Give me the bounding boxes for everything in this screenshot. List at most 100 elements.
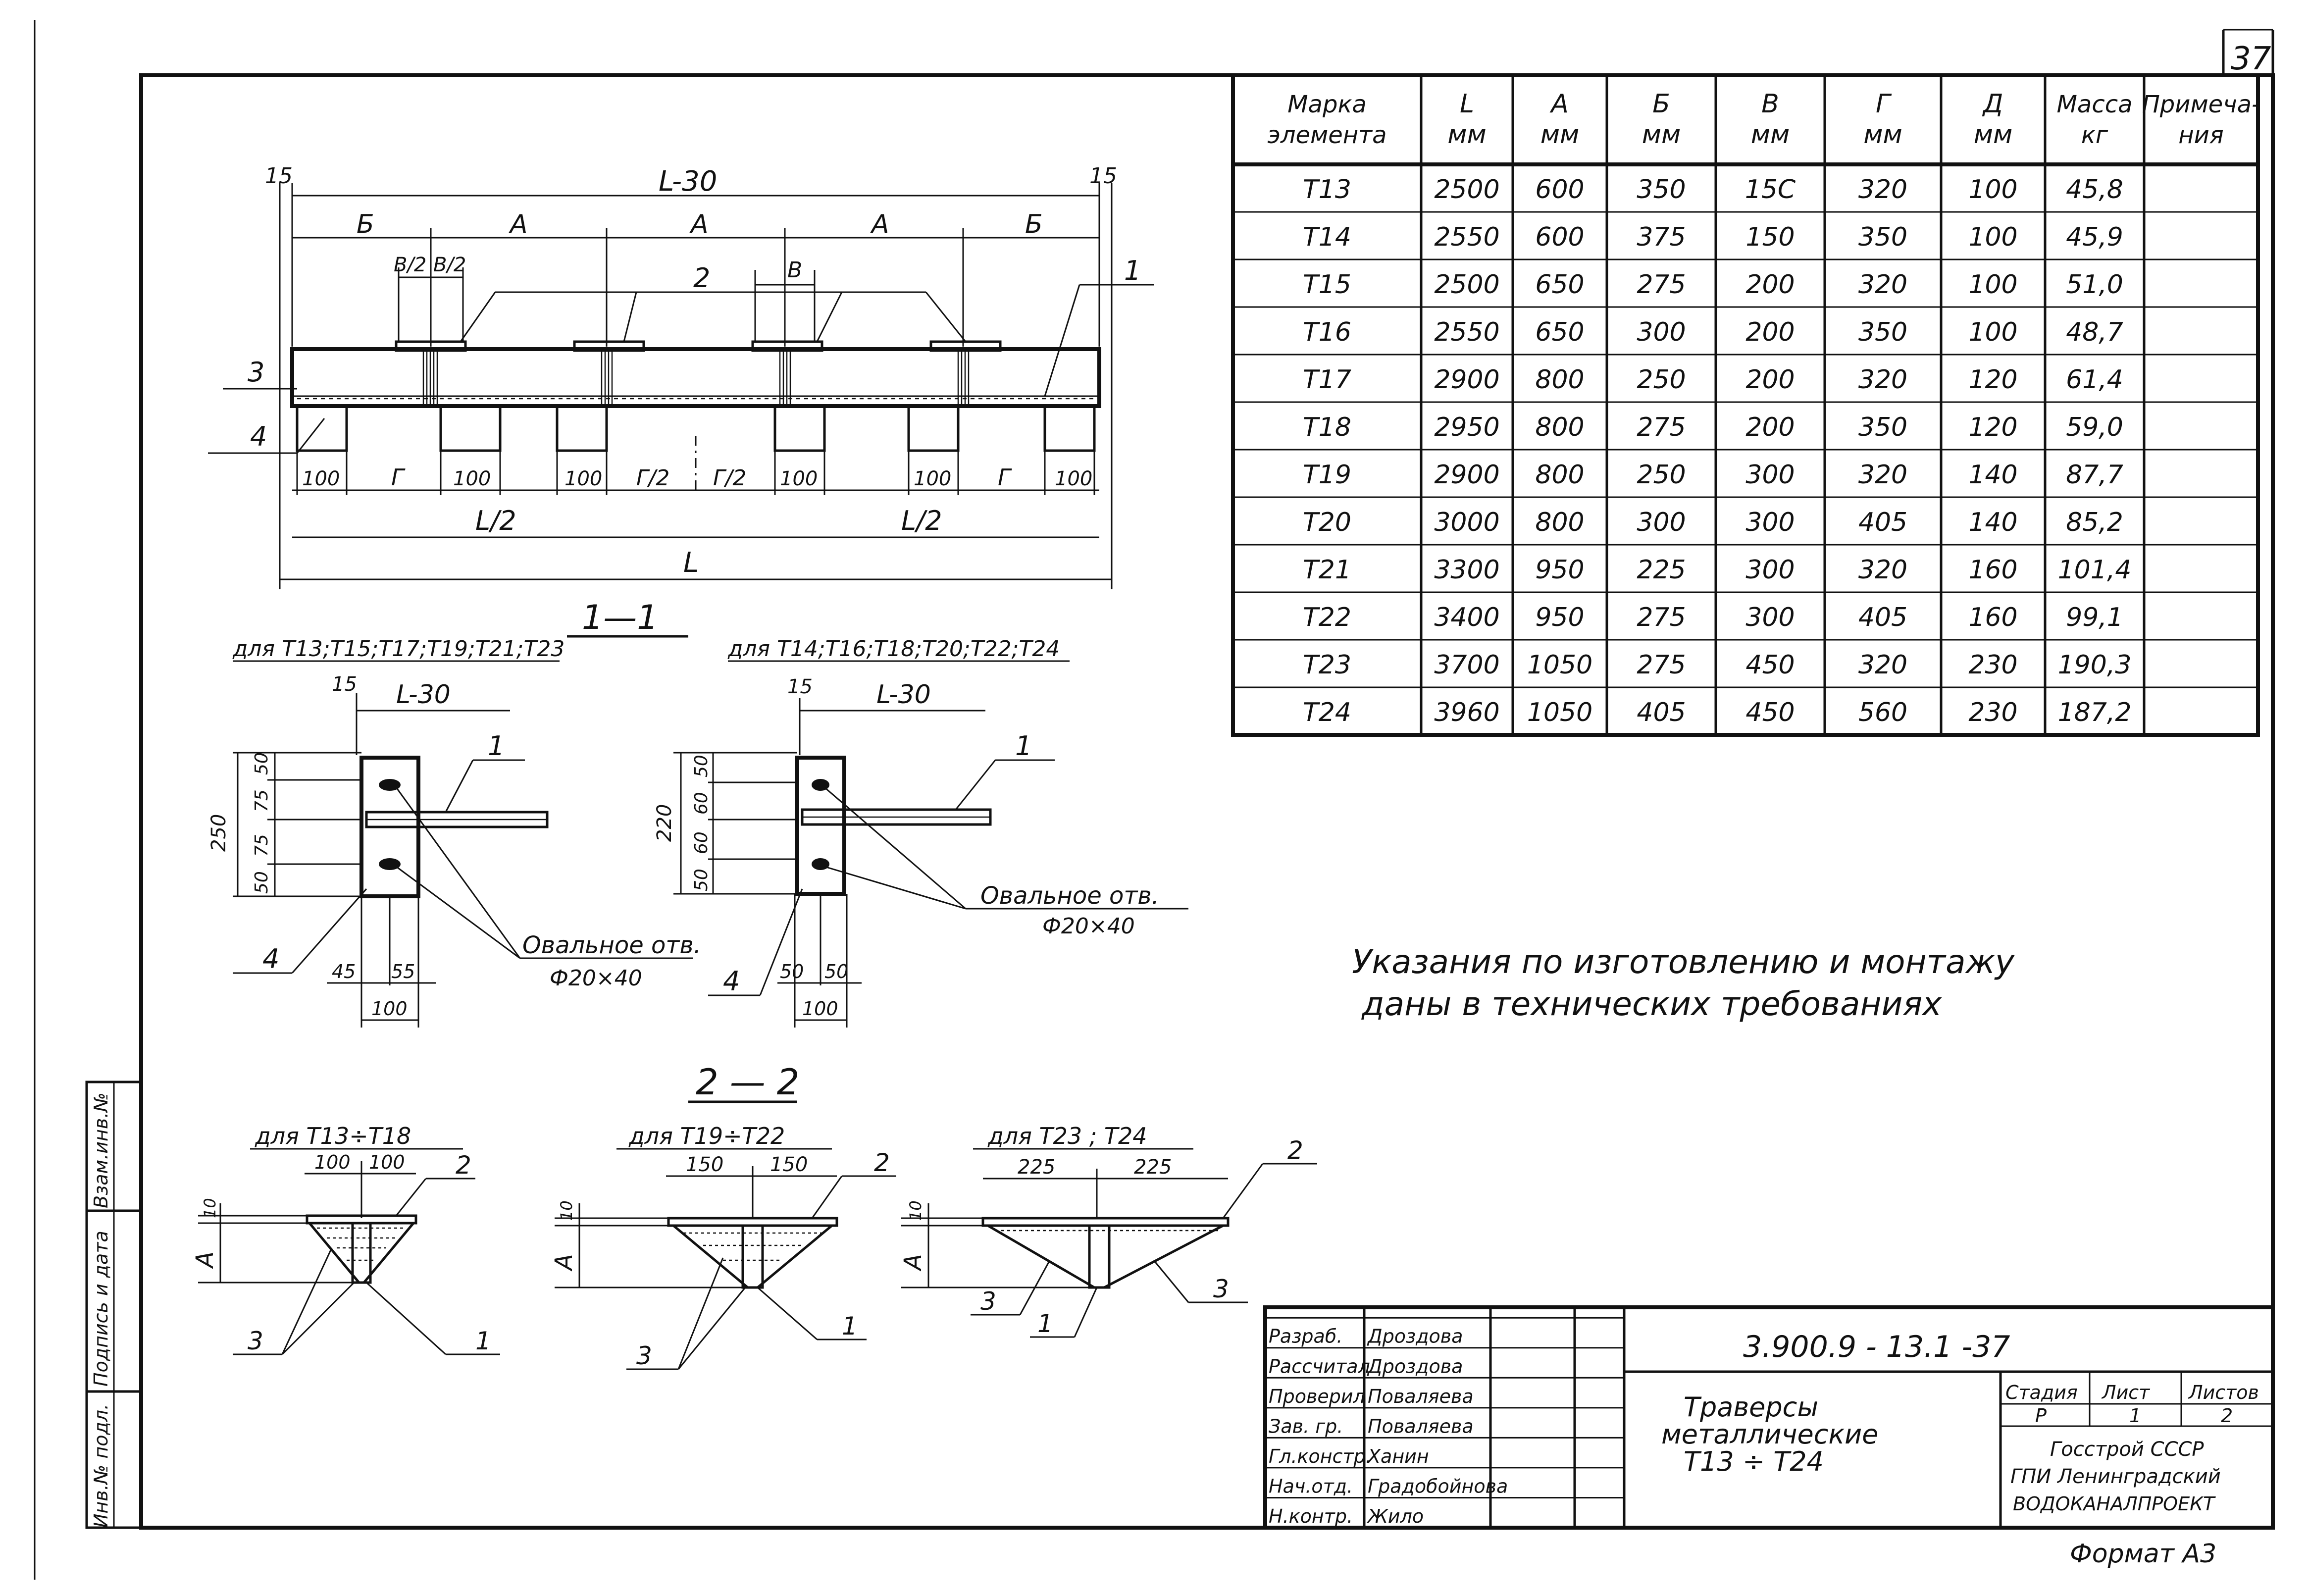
table-cell-1-6: 100 xyxy=(1968,222,2017,252)
table-cell-1-0: Т14 xyxy=(1303,222,1351,252)
s11-left-pos1: 1 xyxy=(488,730,505,762)
s11-left-pos4: 4 xyxy=(262,943,279,975)
s22a-pos2: 2 xyxy=(456,1151,471,1180)
table-cell-7-2: 800 xyxy=(1535,508,1584,537)
table-cell-7-3: 300 xyxy=(1637,508,1686,537)
s22b-pos3: 3 xyxy=(636,1341,652,1370)
sheets-label: Листов xyxy=(2188,1382,2259,1403)
dim-l30: L-30 xyxy=(659,165,717,198)
front-pos-4: 4 xyxy=(250,421,267,452)
s11-right-hole-size: Ф20×40 xyxy=(1042,914,1135,939)
beam-body xyxy=(290,347,1101,408)
table-cell-11-6: 230 xyxy=(1968,698,2017,727)
table-cell-3-4: 200 xyxy=(1745,317,1795,347)
table-cell-4-1: 2900 xyxy=(1434,365,1499,395)
table-cell-4-5: 320 xyxy=(1858,365,1907,395)
table-cell-7-5: 405 xyxy=(1858,508,1907,537)
s11-left-d100: 100 xyxy=(371,998,408,1020)
dim-v: В xyxy=(787,257,802,283)
table-header-3-1: мм xyxy=(1642,120,1681,150)
doc-code: 3.900.9 - 13.1 -37 xyxy=(1743,1330,2010,1364)
table-cell-8-4: 300 xyxy=(1745,555,1795,585)
table-cell-11-4: 450 xyxy=(1745,698,1795,727)
table-cell-11-3: 405 xyxy=(1637,698,1686,727)
s22c-w1: 225 xyxy=(1018,1156,1055,1179)
table-cell-4-3: 250 xyxy=(1637,365,1686,395)
s22a-pos3: 3 xyxy=(248,1327,263,1355)
table-cell-9-0: Т22 xyxy=(1303,603,1351,632)
table-cell-9-5: 405 xyxy=(1858,603,1907,632)
section-1-1-title: 1—1 xyxy=(582,598,659,637)
dim-l2-right: L/2 xyxy=(901,505,942,536)
s11-left-d50b: 50 xyxy=(252,871,272,894)
side-stamp-field-3: Взам.инв.№ xyxy=(90,1092,112,1208)
table-cell-9-4: 300 xyxy=(1745,603,1795,632)
s22a-pos1: 1 xyxy=(475,1327,491,1355)
sheet-frame xyxy=(34,20,2275,1580)
doc-title-3: Т13 ÷ Т24 xyxy=(1684,1446,1824,1477)
table-cell-4-6: 120 xyxy=(1968,365,2017,395)
sheet-value: 1 xyxy=(2129,1405,2141,1427)
tb-name-5: Градобойнова xyxy=(1368,1475,1508,1497)
table-cell-1-7: 45,9 xyxy=(2066,222,2123,252)
table-cell-9-7: 99,1 xyxy=(2066,603,2123,632)
s11-right-pos1: 1 xyxy=(1015,730,1032,762)
table-cell-6-0: Т19 xyxy=(1303,460,1351,490)
note-line-1: Указания по изготовлению и монтажу xyxy=(1352,943,2015,981)
table-cell-11-0: Т24 xyxy=(1303,698,1351,727)
table-cell-6-6: 140 xyxy=(1968,460,2017,490)
table-cell-6-7: 87,7 xyxy=(2066,460,2123,490)
table-header-6-0: Д xyxy=(1982,89,2003,119)
s22c-h: 10 xyxy=(906,1200,925,1221)
dim-a-2: А xyxy=(689,209,709,239)
table-header-2-0: А xyxy=(1549,89,1569,119)
tb-role-5: Нач.отд. xyxy=(1269,1475,1353,1497)
table-cell-2-1: 2500 xyxy=(1434,270,1499,300)
table-cell-0-7: 45,8 xyxy=(2066,175,2123,205)
s22b-w1: 150 xyxy=(686,1153,723,1176)
table-header-8-1: ния xyxy=(2178,121,2223,149)
table-cell-10-5: 320 xyxy=(1858,650,1907,680)
dim-a-1: А xyxy=(509,209,528,239)
org-line-2: ГПИ Ленинградский xyxy=(2010,1465,2221,1488)
table-cell-2-6: 100 xyxy=(1968,270,2017,300)
s11-right-d60b: 60 xyxy=(691,831,712,854)
s22b-h: 10 xyxy=(557,1200,576,1221)
table-cell-2-7: 51,0 xyxy=(2066,270,2123,300)
s11-right-dl: L-30 xyxy=(876,680,931,710)
dim-b-left: Б xyxy=(357,209,374,239)
side-stamp-field-2: Подпись и дата xyxy=(90,1231,112,1387)
table-cell-6-3: 250 xyxy=(1637,460,1686,490)
table-cell-11-1: 3960 xyxy=(1434,698,1499,727)
dim-g2-b: Г/2 xyxy=(713,465,746,491)
table-cell-10-1: 3700 xyxy=(1434,650,1499,680)
s22b-d: А xyxy=(550,1254,578,1272)
s11-right-hole: Овальное отв. xyxy=(980,882,1159,910)
front-pos-1: 1 xyxy=(1124,255,1141,286)
s11-right-pos4: 4 xyxy=(723,966,740,997)
dim-100-4: 100 xyxy=(780,467,818,490)
table-cell-0-4: 15С xyxy=(1745,175,1796,205)
table-cell-9-3: 275 xyxy=(1637,603,1686,632)
table-header-6-1: мм xyxy=(1974,120,2012,150)
s11-left-hole: Овальное отв. xyxy=(522,931,701,959)
table-cell-8-7: 101,4 xyxy=(2058,555,2132,585)
table-cell-1-5: 350 xyxy=(1858,222,1907,252)
tb-name-0: Дроздова xyxy=(1367,1326,1463,1347)
sheets-value: 2 xyxy=(2221,1405,2233,1427)
tb-role-1: Рассчитал xyxy=(1269,1355,1370,1377)
s11-right-d50b: 50 xyxy=(691,869,712,891)
tb-name-1: Дроздова xyxy=(1367,1355,1463,1377)
table-header-5-0: Г xyxy=(1876,89,1892,119)
side-stamp-field-1: Инв.№ подл. xyxy=(90,1404,112,1528)
s22a-title: для Т13÷Т18 xyxy=(255,1123,411,1149)
table-cell-1-2: 600 xyxy=(1535,222,1584,252)
table-cell-0-6: 100 xyxy=(1968,175,2017,205)
s22c-title: для Т23 ; Т24 xyxy=(987,1123,1147,1149)
table-cell-5-1: 2950 xyxy=(1434,412,1499,442)
stage-value: Р xyxy=(2035,1405,2047,1427)
dim-v2-b: В/2 xyxy=(433,254,466,276)
fabrication-note: Указания по изготовлению и монтажу даны … xyxy=(1352,943,2015,1023)
dim-g-1: Г xyxy=(391,464,406,491)
s11-right-d50c: 50 xyxy=(780,961,804,982)
